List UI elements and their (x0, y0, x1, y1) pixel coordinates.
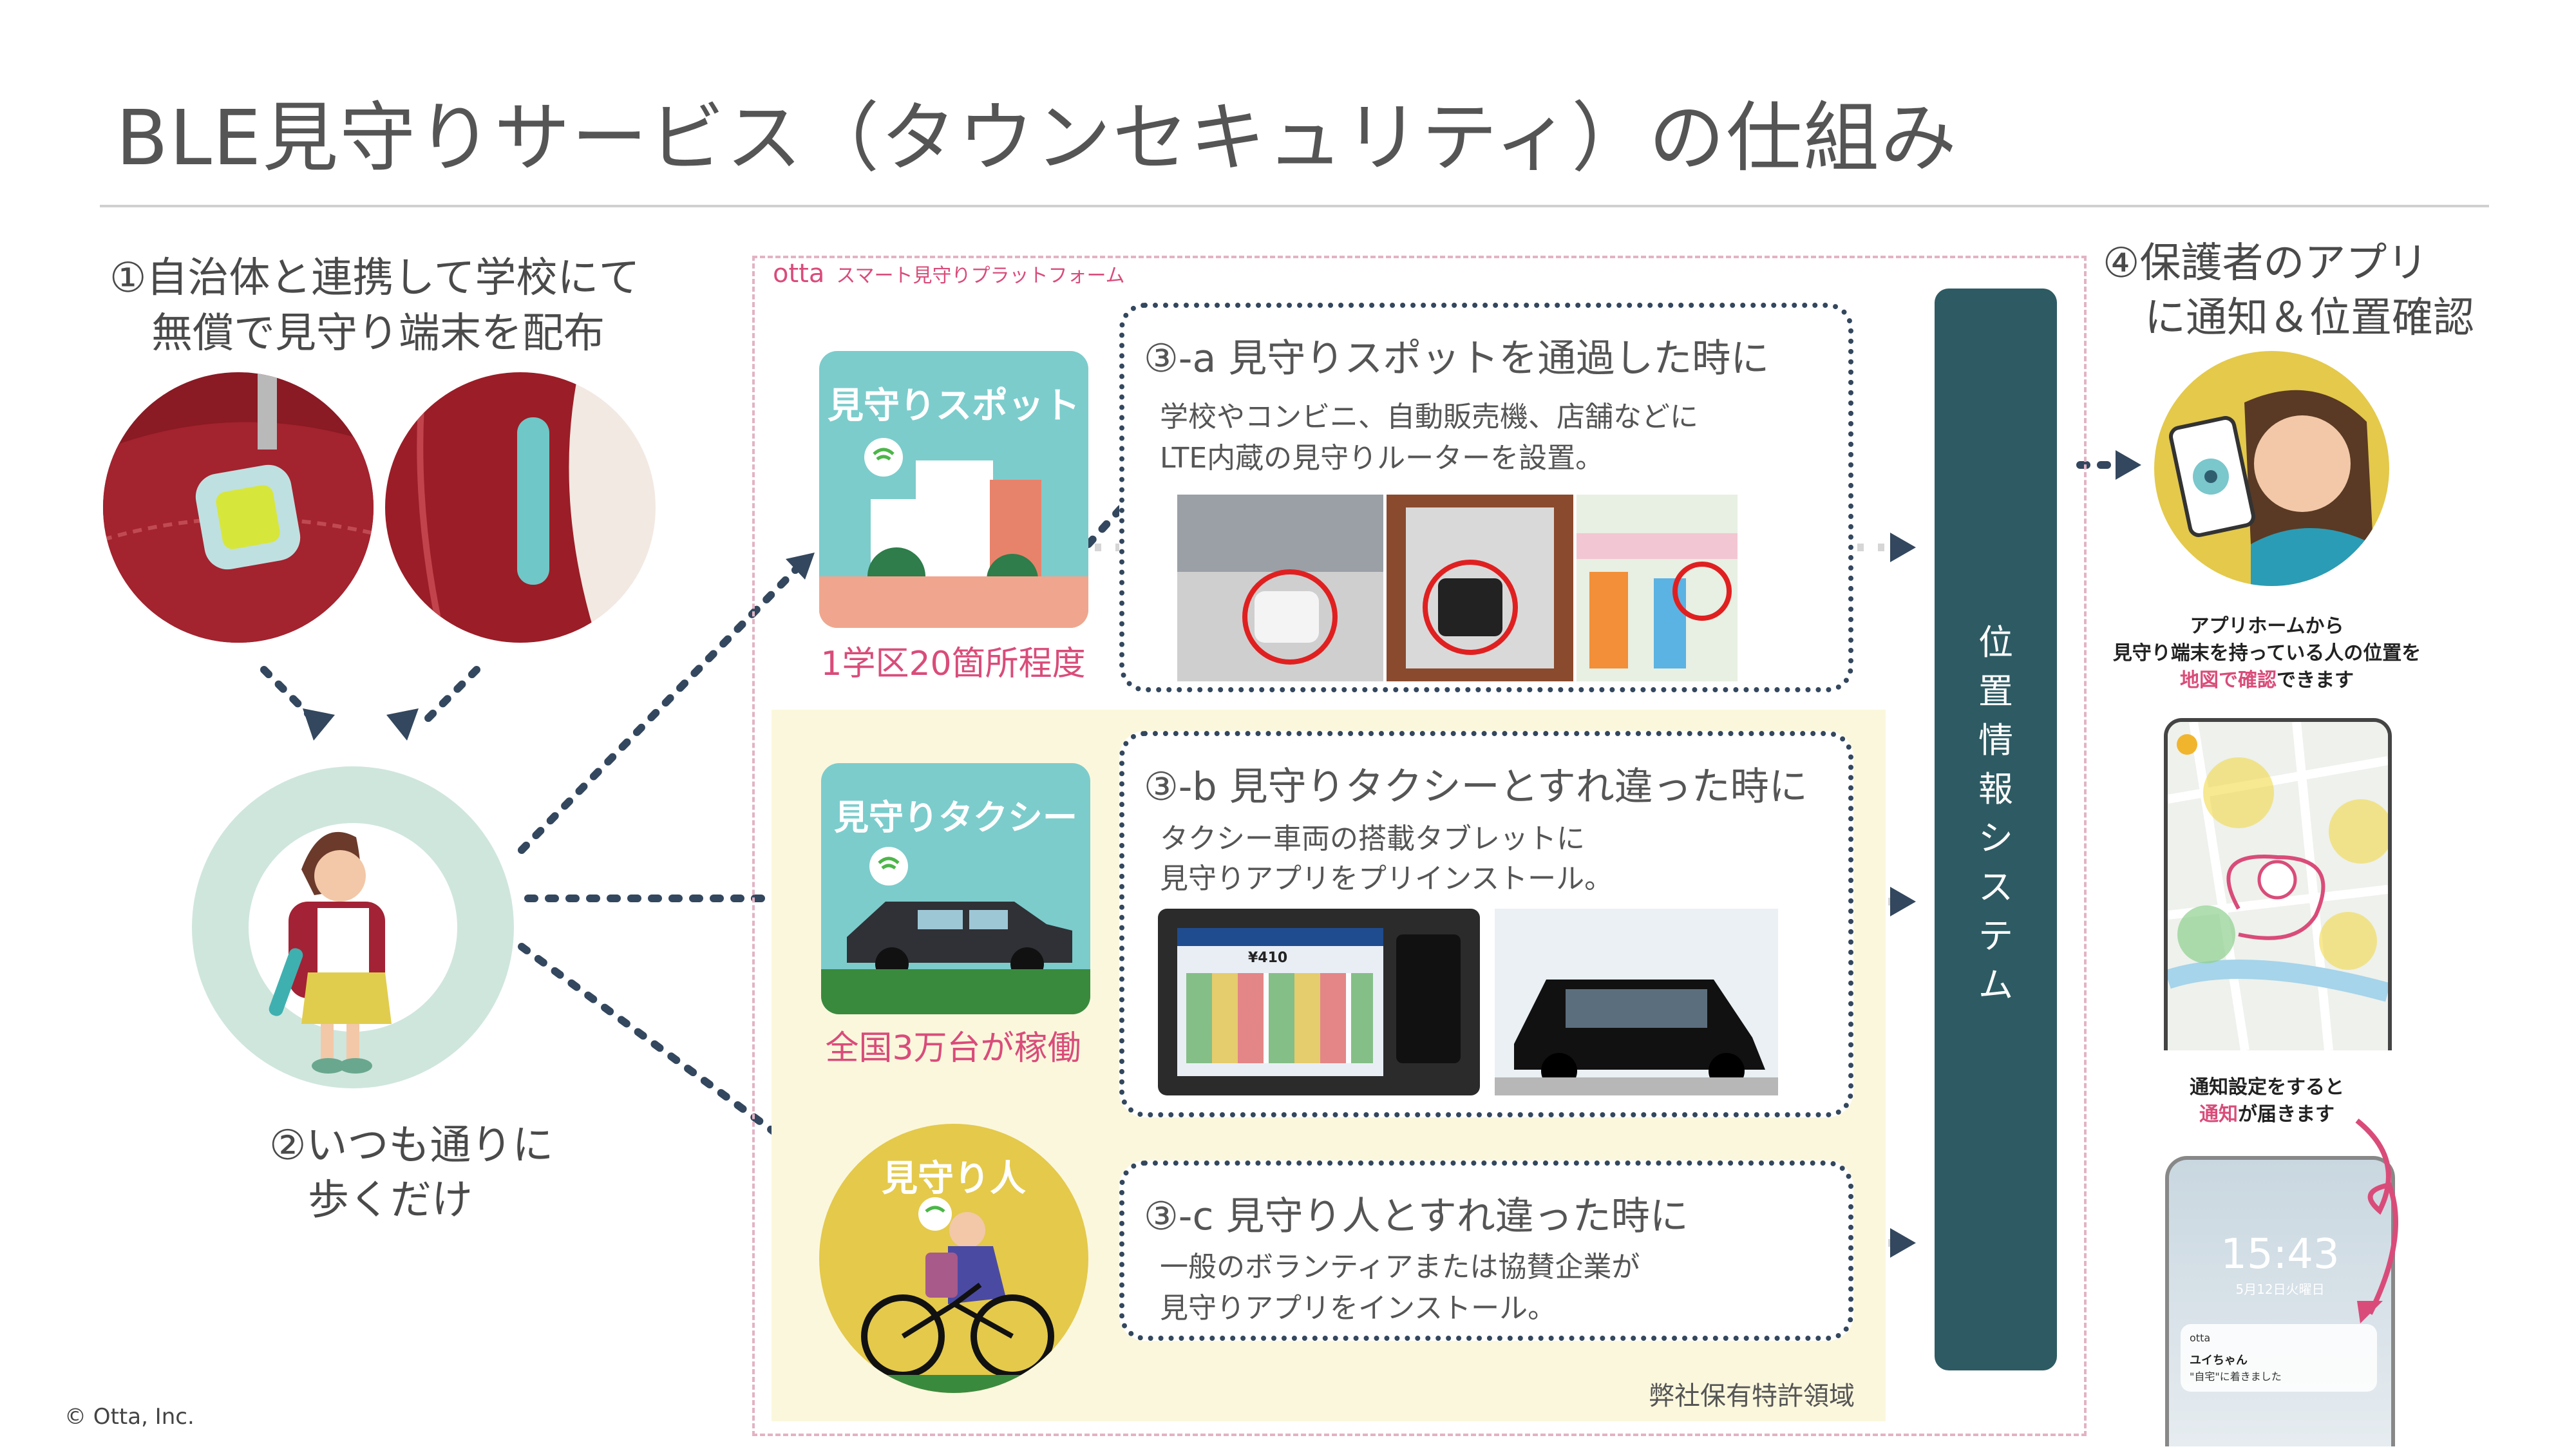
case-a-desc-line2: LTE内蔵の見守りルーターを設置。 (1160, 438, 1604, 479)
case-b-desc-line1: タクシー車両の搭載タブレットに (1160, 819, 1585, 860)
loc-char: 報 (1935, 765, 2057, 814)
case-b-desc-line2: 見守りアプリをプリインストール。 (1160, 858, 1613, 900)
notify-caption-highlight: 通知 (2199, 1103, 2238, 1126)
router-photo-window (1177, 495, 1383, 681)
notification-title: ユイちゃん (2190, 1351, 2248, 1368)
map-phone (2164, 718, 2392, 1050)
case-a-title: ③-a 見守りスポットを通過した時に (1144, 327, 1769, 383)
map-caption-highlight: 地図で確認 (2180, 669, 2277, 692)
loc-char: 位 (1935, 618, 2057, 667)
copyright: © Otta, Inc. (64, 1404, 194, 1430)
notification-text: "自宅"に着きました (2190, 1368, 2282, 1383)
loc-char: ス (1935, 863, 2057, 912)
notify-caption-line1: 通知設定をすると (2145, 1074, 2389, 1101)
map-caption-rest: できます (2277, 669, 2354, 692)
case-c-box: ③-c 見守り人とすれ違った時に 一般のボランティアまたは協賛企業が 見守りアプ… (1119, 1160, 1853, 1341)
arrow-head (303, 708, 335, 741)
patent-label: 弊社保有特許領域 (1649, 1375, 1855, 1412)
case-c-desc-line2: 見守りアプリをインストール。 (1160, 1288, 1556, 1329)
map-caption-line3: 地図で確認できます (2106, 667, 2428, 694)
case-c-title: ③-c 見守り人とすれ違った時に (1144, 1185, 1689, 1241)
location-system-label: 位 置 情 報 シ ス テ ム (1935, 618, 2057, 1010)
taxi-car-photo (1495, 909, 1778, 1095)
card-reader (1396, 934, 1461, 1063)
loc-char: シ (1935, 814, 2057, 863)
router-photo-vending (1387, 495, 1573, 681)
child-circle (192, 766, 514, 1088)
taxi-caption: 全国3万台が稼働 (799, 1021, 1108, 1069)
router-photo-shop (1577, 495, 1738, 681)
tablet-fare: ¥410 (1248, 950, 1287, 966)
case-b-title: ③-b 見守りタクシーとすれ違った時に (1144, 755, 1808, 811)
tablet-screen: ¥410 (1177, 928, 1383, 1076)
case-c-desc-line1: 一般のボランティアまたは協賛企業が (1160, 1247, 1640, 1288)
map-caption-line2: 見守り端末を持っている人の位置を (2106, 640, 2428, 667)
step2-line1: ②いつも通りに (269, 1117, 553, 1174)
tile-mimamori-spot: 見守りスポット (819, 351, 1088, 628)
taxi-tablet-photo: ¥410 (1158, 909, 1480, 1095)
case-b-box: ③-b 見守りタクシーとすれ違った時に タクシー車両の搭載タブレットに 見守りア… (1119, 731, 1853, 1117)
parent-circle (2154, 351, 2389, 586)
loc-char: ム (1935, 961, 2057, 1010)
case-a-desc-line1: 学校やコンビニ、自動販売機、店舗などに (1160, 397, 1698, 438)
notify-pointer-arrow (2344, 1108, 2415, 1340)
notify-caption-rest: が届きます (2238, 1103, 2334, 1126)
case-a-box: ③-a 見守りスポットを通過した時に 学校やコンビニ、自動販売機、店舗などに L… (1119, 303, 1853, 692)
otta-logo-text: otta (773, 259, 824, 289)
tile-mimamori-person: 見守り人 (819, 1124, 1088, 1393)
loc-char: 置 (1935, 667, 2057, 716)
tablet-header (1177, 928, 1383, 946)
loc-char: テ (1935, 912, 2057, 961)
step2-line2: 歩くだけ (308, 1172, 473, 1229)
step4-line1: ④保護者のアプリ (2103, 235, 2428, 292)
platform-subtitle: スマート見守りプラットフォーム (836, 265, 1124, 287)
spot-caption: 1学区20箇所程度 (799, 636, 1108, 685)
platform-brand: otta スマート見守りプラットフォーム (773, 259, 1125, 289)
loc-char: 情 (1935, 716, 2057, 765)
map-caption: アプリホームから 見守り端末を持っている人の位置を 地図で確認できます (2106, 613, 2428, 694)
tile-mimamori-taxi: 見守りタクシー (821, 763, 1090, 1014)
step4-line2: に通知＆位置確認 (2145, 290, 2474, 346)
map-caption-line1: アプリホームから (2106, 613, 2428, 640)
tablet-buttons (1186, 973, 1373, 1063)
notification-app: otta (2190, 1332, 2210, 1344)
